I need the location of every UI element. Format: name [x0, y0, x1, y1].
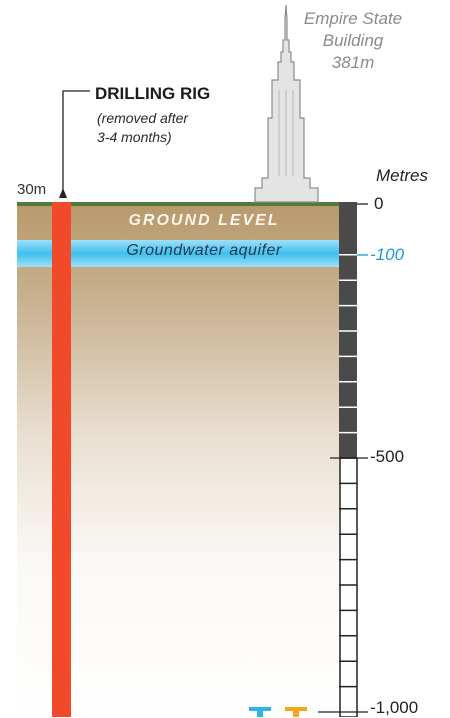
ground-level-label: GROUND LEVEL — [128, 212, 280, 229]
landmark-name-line2: Building — [322, 31, 384, 50]
aquifer-label: Groundwater aquifer — [126, 242, 282, 259]
tick-label-minus-100: -100 — [370, 245, 405, 264]
rig-tip-icon — [59, 188, 67, 198]
depth-scale-dark — [339, 202, 357, 458]
bottom-marker-orange-icon — [285, 707, 307, 717]
rig-title: DRILLING RIG — [95, 84, 211, 103]
ground-surface-line — [17, 202, 357, 206]
depth-scale-segments — [339, 254, 357, 688]
tick-label-minus-1000: -1,000 — [370, 698, 419, 717]
tick-label-minus-500: -500 — [370, 447, 405, 466]
tick-label-0: 0 — [374, 194, 384, 213]
landmark-height-label: 381m — [331, 53, 375, 72]
depth-scale-light — [339, 457, 358, 717]
rig-height-label: 30m — [17, 181, 47, 198]
landmark-name-line1: Empire State — [303, 9, 403, 28]
bottom-marker-blue-icon — [249, 707, 271, 717]
rig-note-line2: 3-4 months) — [97, 129, 172, 145]
rig-callout-line — [62, 90, 90, 190]
rig-note-line1: (removed after — [97, 110, 189, 126]
drill-pipe — [52, 202, 71, 717]
scale-unit-label: Metres — [376, 166, 428, 185]
